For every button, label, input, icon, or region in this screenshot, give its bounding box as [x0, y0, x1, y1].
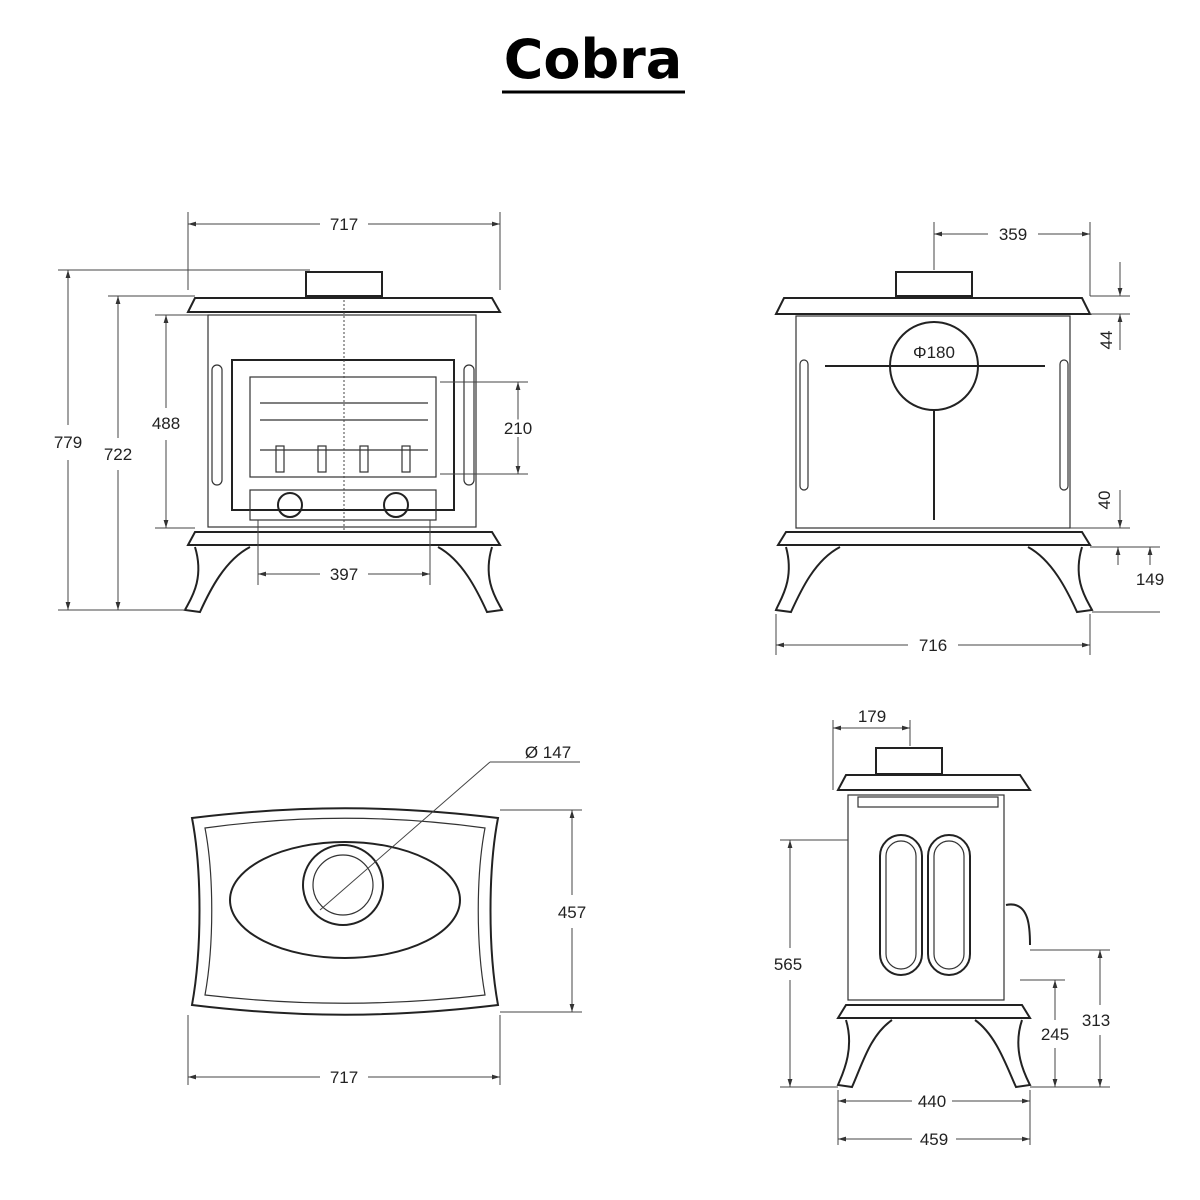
page-title: Cobra: [504, 28, 682, 91]
dim-side-flue-offset: 179: [858, 707, 886, 726]
dim-side-outlet-height: 565: [774, 955, 802, 974]
dim-front-width: 717: [330, 215, 358, 234]
dim-side-air-lower: 245: [1041, 1025, 1069, 1044]
dim-top-width: 717: [330, 1068, 358, 1087]
front-view: [183, 271, 504, 614]
dim-flue-diameter-back: Φ180: [913, 343, 955, 362]
back-dimensions: 359 44 40 149 716: [775, 222, 1164, 655]
dim-side-depth-body: 440: [918, 1092, 946, 1111]
dim-total-height: 779: [54, 433, 82, 452]
dim-back-half-width: 359: [999, 225, 1027, 244]
dim-top-flue-diameter: Ø 147: [525, 743, 571, 762]
dim-flue-height: 722: [104, 445, 132, 464]
dim-leg-height: 149: [1136, 570, 1164, 589]
back-view: Φ180: [774, 271, 1094, 614]
dim-back-width: 716: [919, 636, 947, 655]
dim-top-offset: 44: [1097, 331, 1116, 350]
side-view: [836, 747, 1032, 1089]
side-dimensions: 179 565 313 245 440 459: [774, 707, 1110, 1149]
top-dimensions: Ø 147 457 717: [187, 743, 586, 1087]
top-view: [190, 761, 580, 1016]
dim-body-height: 488: [152, 414, 180, 433]
dim-top-depth: 457: [558, 903, 586, 922]
dim-door-height: 210: [504, 419, 532, 438]
front-dimensions: 717 779 722 488 210 397: [54, 212, 535, 611]
dim-side-depth-total: 459: [920, 1130, 948, 1149]
dim-side-air-upper: 313: [1082, 1011, 1110, 1030]
dim-door-width: 397: [330, 565, 358, 584]
dim-bottom-offset: 40: [1095, 491, 1114, 510]
